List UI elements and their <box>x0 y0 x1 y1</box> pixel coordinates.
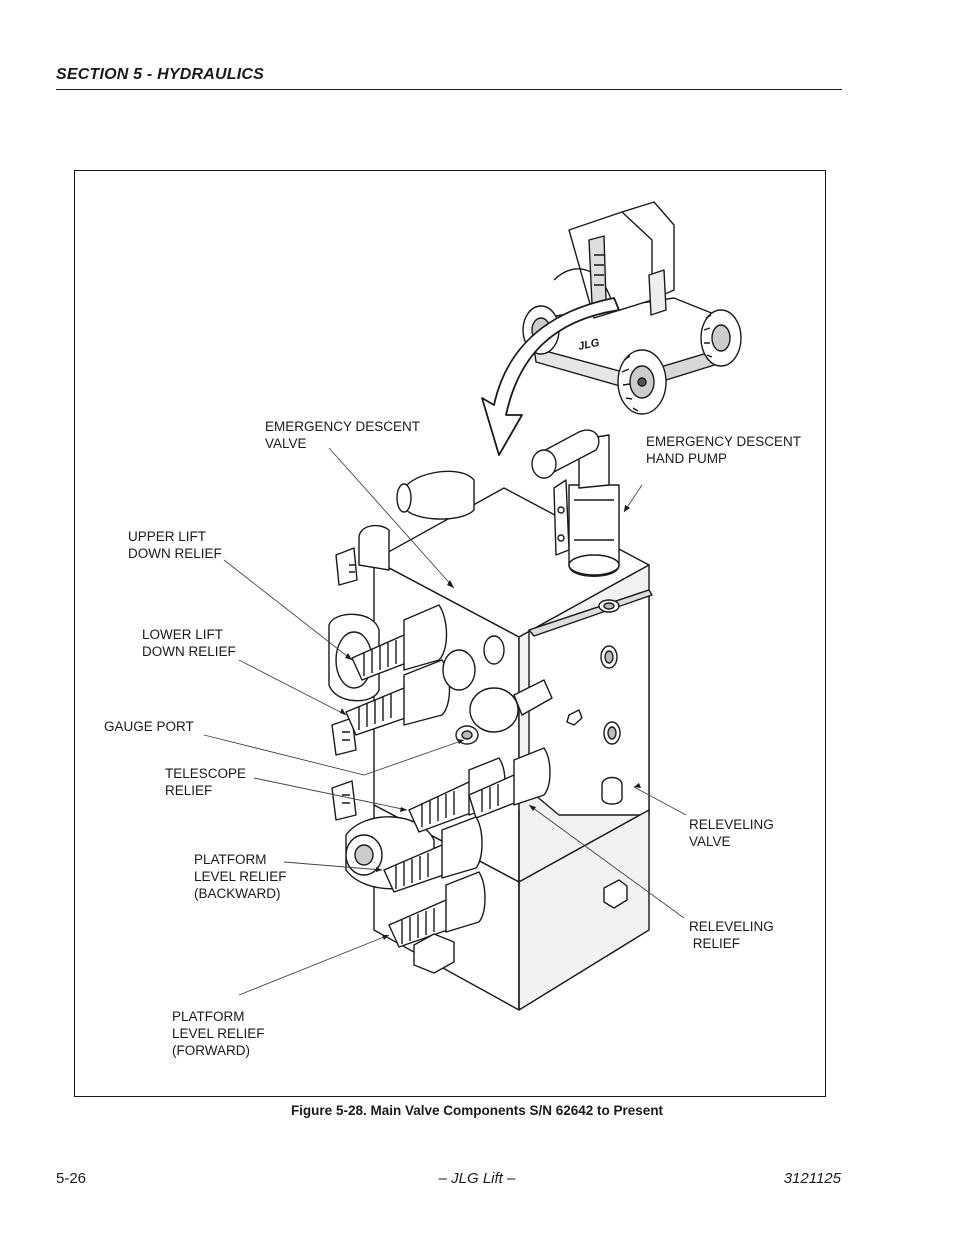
location-arrow <box>481 297 620 456</box>
callout-gauge-port: GAUGE PORT <box>104 719 194 734</box>
callout-platform-level-relief-forward: PLATFORM LEVEL RELIEF (FORWARD) <box>172 1009 265 1058</box>
machine-illustration: JLG <box>522 201 742 415</box>
callout-emergency-descent-valve: EMERGENCY DESCENT VALVE <box>265 419 421 451</box>
leader-lines <box>203 447 687 996</box>
callout-telescope-relief: TELESCOPE RELIEF <box>165 766 247 798</box>
figure-frame <box>74 170 826 1097</box>
page-number: 5-26 <box>56 1170 87 1187</box>
document-number: 3121125 <box>783 1170 841 1187</box>
hand-pump <box>531 429 620 577</box>
relief-cartridges <box>345 604 553 974</box>
figure-caption: Figure 5-28. Main Valve Components S/N 6… <box>290 1103 664 1118</box>
callout-platform-level-relief-backward: PLATFORM LEVEL RELIEF (BACKWARD) <box>194 852 287 901</box>
section-title: SECTION 5 - HYDRAULICS <box>56 66 264 83</box>
callout-upper-lift-down-relief: UPPER LIFT DOWN RELIEF <box>128 529 222 561</box>
callout-lower-lift-down-relief: LOWER LIFT DOWN RELIEF <box>142 627 236 659</box>
footer-brand: – JLG Lift – <box>438 1170 516 1187</box>
callout-releveling-relief: RELEVELING RELIEF <box>689 919 774 951</box>
manifold-block <box>373 487 653 1011</box>
valve-diagram: JLG <box>203 201 742 1011</box>
callout-releveling-valve: RELEVELING VALVE <box>689 817 774 849</box>
machine-logo: JLG <box>577 337 601 353</box>
callout-emergency-descent-hand-pump: EMERGENCY DESCENT HAND PUMP <box>646 434 802 466</box>
header-rule <box>56 89 842 90</box>
